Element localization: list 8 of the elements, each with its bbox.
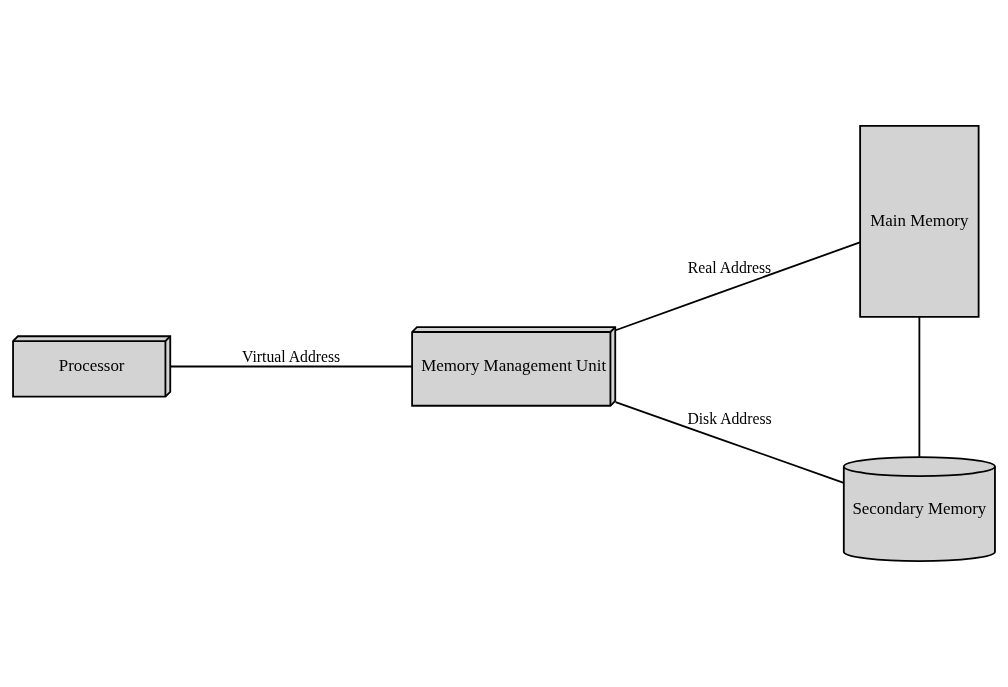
- connector: [614, 241, 861, 332]
- connector: [169, 365, 413, 368]
- edge-label: Disk Address: [687, 409, 772, 427]
- edge-label: Real Address: [687, 258, 772, 276]
- connector: [918, 316, 921, 458]
- connector: [614, 401, 845, 484]
- edge-label: Virtual Address: [242, 348, 341, 366]
- node-box: Main Memory: [859, 124, 980, 318]
